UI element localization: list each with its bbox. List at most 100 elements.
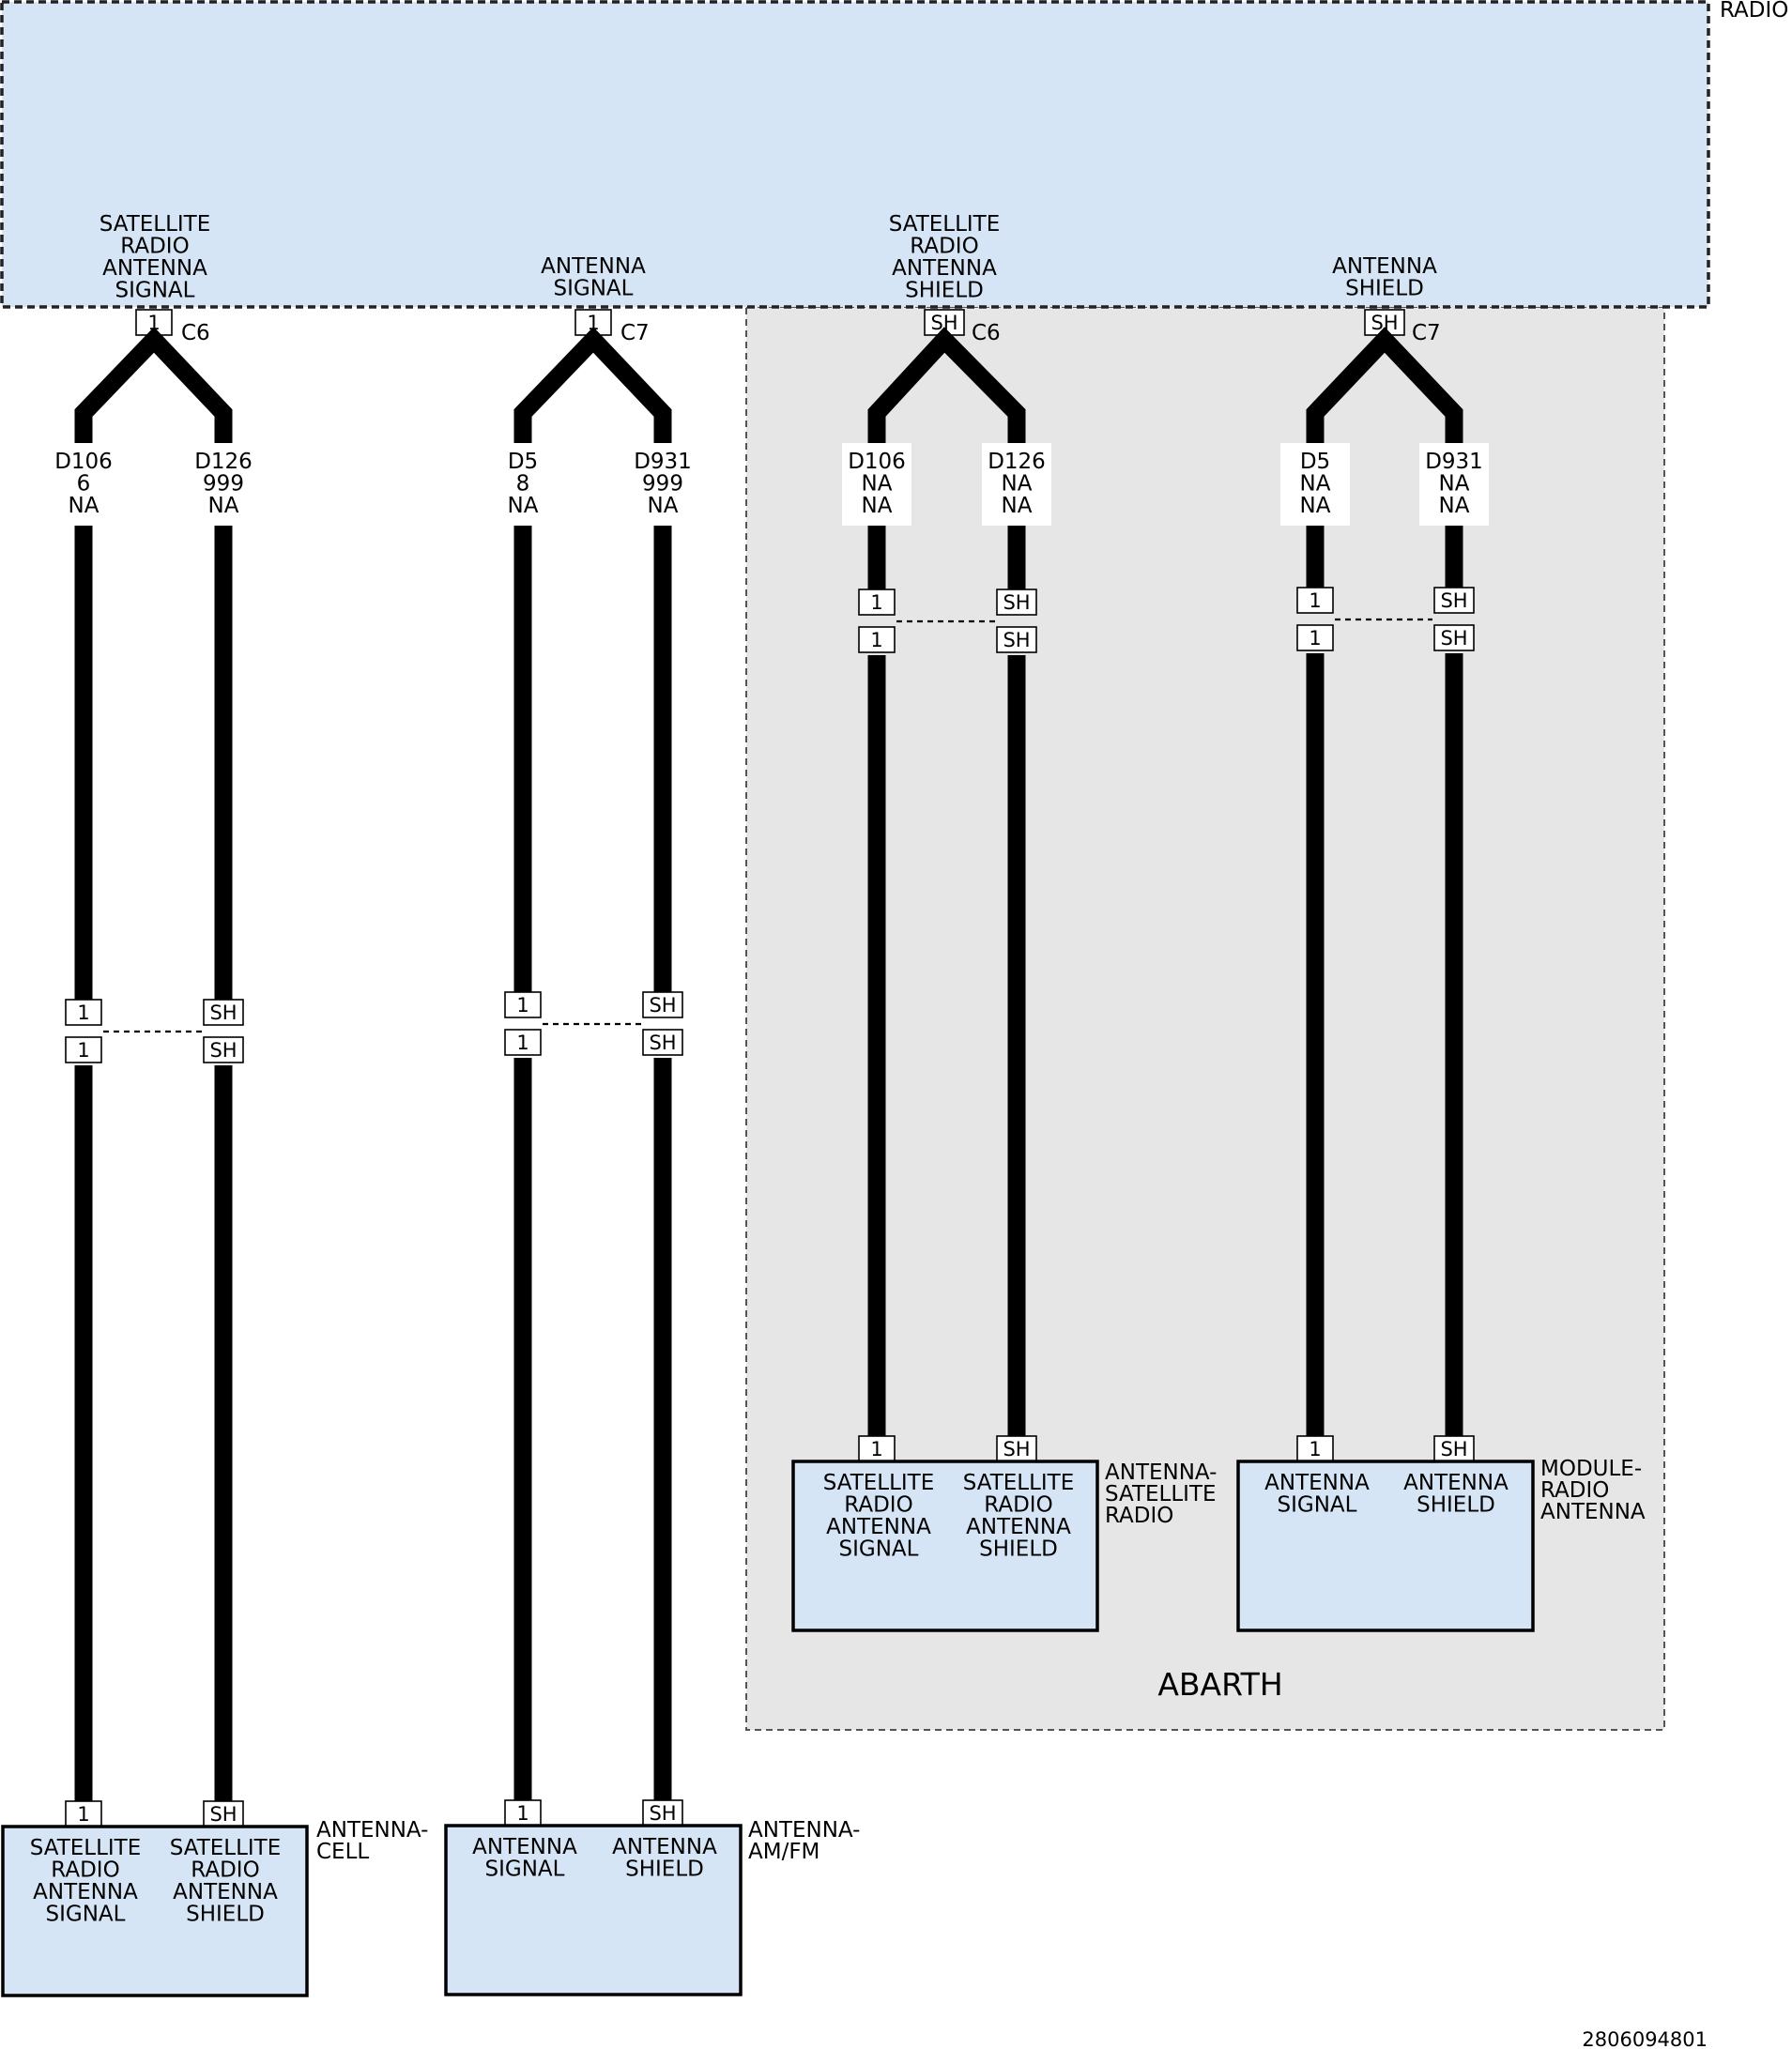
circuit-label: NA (1439, 472, 1470, 497)
component-name: RADIO (1540, 1478, 1609, 1503)
component-pin-name: SIGNAL (1278, 1493, 1357, 1518)
inline-connector-pin: 1 (504, 991, 542, 1018)
component-pin-label: SH (649, 1802, 676, 1825)
radio-connector-label: C7 (1412, 321, 1441, 345)
component-pin-label: SH (1440, 1438, 1467, 1460)
inline-connector-pin-label: 1 (516, 994, 528, 1017)
radio-pin-name: SIGNAL (115, 279, 195, 303)
wire-split (1306, 327, 1463, 443)
component-pin-name: ANTENNA (612, 1835, 717, 1859)
component-pin-name: SHIELD (186, 1903, 265, 1927)
radio-connector-label: C7 (620, 321, 650, 345)
circuit-3: D5NANA111D931NANASHSHSHANTENNASIGNALANTE… (1236, 327, 1646, 1632)
circuit-label: NA (1002, 472, 1033, 497)
wire-split (74, 327, 233, 443)
component-pin-name: ANTENNA (966, 1515, 1071, 1539)
component-pin-name: ANTENNA (173, 1880, 278, 1904)
inline-connector-pin-label: SH (1003, 591, 1030, 614)
inline-connector-mate-pin-label: 1 (1309, 627, 1321, 650)
inline-connector-mate-pin: SH (1433, 624, 1475, 651)
inline-connector-pin-label: 1 (1309, 589, 1321, 612)
component-box (444, 1824, 743, 1996)
inline-connector-pin: 1 (858, 589, 896, 616)
component-pin-name: ANTENNA (33, 1880, 138, 1904)
circuit-label: NA (1002, 494, 1033, 518)
component-pin-label: SH (1003, 1438, 1030, 1460)
inline-connector-mate-pin: SH (203, 1036, 244, 1063)
radio-connector-label: C6 (181, 321, 210, 345)
component-pin-name: ANTENNA (1264, 1471, 1370, 1495)
radio-pin-name: RADIO (120, 235, 189, 259)
component-pin-name: RADIO (191, 1858, 259, 1883)
component-pin: SH (642, 1799, 683, 1827)
component-pin-name: SIGNAL (46, 1903, 126, 1927)
figure-id: 2806094801 (1582, 2028, 1708, 2049)
inline-connector-pin: SH (642, 991, 683, 1018)
circuit-label: 6 (77, 472, 91, 497)
component-pin-name: RADIO (984, 1493, 1052, 1518)
component-pin-label: 1 (516, 1802, 528, 1825)
circuit-label: D106 (54, 450, 113, 474)
component-name: RADIO (1105, 1504, 1173, 1528)
component-pin-name: ANTENNA (826, 1515, 931, 1539)
inline-connector-mate-pin: 1 (504, 1029, 542, 1056)
circuit-label: D931 (1425, 450, 1483, 474)
component-name: SATELLITE (1105, 1482, 1217, 1506)
radio-pin-name: ANTENNA (892, 256, 997, 281)
inline-connector-mate-pin: 1 (858, 626, 896, 653)
inline-connector-pin-label: 1 (77, 1002, 89, 1024)
circuit-label: NA (862, 472, 893, 497)
component-box (791, 1460, 1099, 1632)
inline-connector-pin: 1 (65, 999, 102, 1026)
inline-connector-pin: SH (1433, 587, 1475, 614)
inline-connector-mate-pin-label: 1 (516, 1032, 528, 1054)
inline-connector-pin-label: SH (649, 994, 676, 1017)
radio-module-name: RADIO (1720, 0, 1788, 23)
component-pin-name: SIGNAL (485, 1858, 565, 1882)
inline-connector-mate-pin: 1 (1296, 624, 1334, 651)
circuit-label: 999 (203, 472, 244, 497)
component-pin-name: SATELLITE (963, 1471, 1075, 1495)
component-pin-name: ANTENNA (1403, 1471, 1509, 1495)
component-name: MODULE- (1540, 1457, 1642, 1481)
component-pin: 1 (858, 1435, 896, 1462)
circuit-label: 999 (642, 472, 683, 497)
component-name: CELL (316, 1840, 369, 1864)
component-pin-label: SH (209, 1803, 237, 1826)
circuit-label: NA (862, 494, 893, 518)
circuit-label: NA (1439, 494, 1470, 518)
inline-connector-mate-pin: 1 (65, 1036, 102, 1063)
component-pin-name: SIGNAL (839, 1537, 919, 1562)
component-pin-name: SHIELD (1417, 1493, 1495, 1518)
variant-label: ABARTH (1157, 1666, 1282, 1703)
radio-pin-0-label: 1 (147, 312, 160, 334)
component-name: ANTENNA- (748, 1818, 860, 1843)
component-pin-label: 1 (1309, 1438, 1321, 1460)
circuit-label: D126 (194, 450, 253, 474)
inline-connector-mate-pin-label: SH (209, 1039, 237, 1062)
component-pin: 1 (504, 1799, 542, 1827)
inline-connector-mate-pin-label: SH (649, 1032, 676, 1054)
radio-pin-name: ANTENNA (102, 256, 207, 281)
circuit-label: NA (648, 494, 679, 518)
component-pin-name: SHIELD (979, 1537, 1058, 1562)
circuit-label: NA (508, 494, 539, 518)
circuit-label: D126 (988, 450, 1046, 474)
component-box (1, 1825, 309, 1997)
radio-pin-name: SIGNAL (554, 277, 634, 301)
circuit-label: D931 (634, 450, 692, 474)
circuit-label: 8 (516, 472, 530, 497)
component-name: ANTENNA- (316, 1818, 428, 1843)
inline-connector-mate-pin: SH (996, 626, 1037, 653)
circuit-0: D1066NA111D126999NASHSHSHSATELLITERADIOA… (1, 327, 428, 1997)
inline-connector-pin-label: SH (209, 1002, 237, 1024)
component-pin: SH (996, 1435, 1037, 1462)
inline-connector-pin: 1 (1296, 587, 1334, 614)
component-pin-name: RADIO (844, 1493, 912, 1518)
component-pin-name: SATELLITE (170, 1836, 282, 1860)
radio-pin-name: ANTENNA (1332, 254, 1437, 279)
radio-pin-name: ANTENNA (541, 254, 646, 279)
component-pin: SH (203, 1800, 244, 1827)
inline-connector-pin: SH (996, 589, 1037, 616)
